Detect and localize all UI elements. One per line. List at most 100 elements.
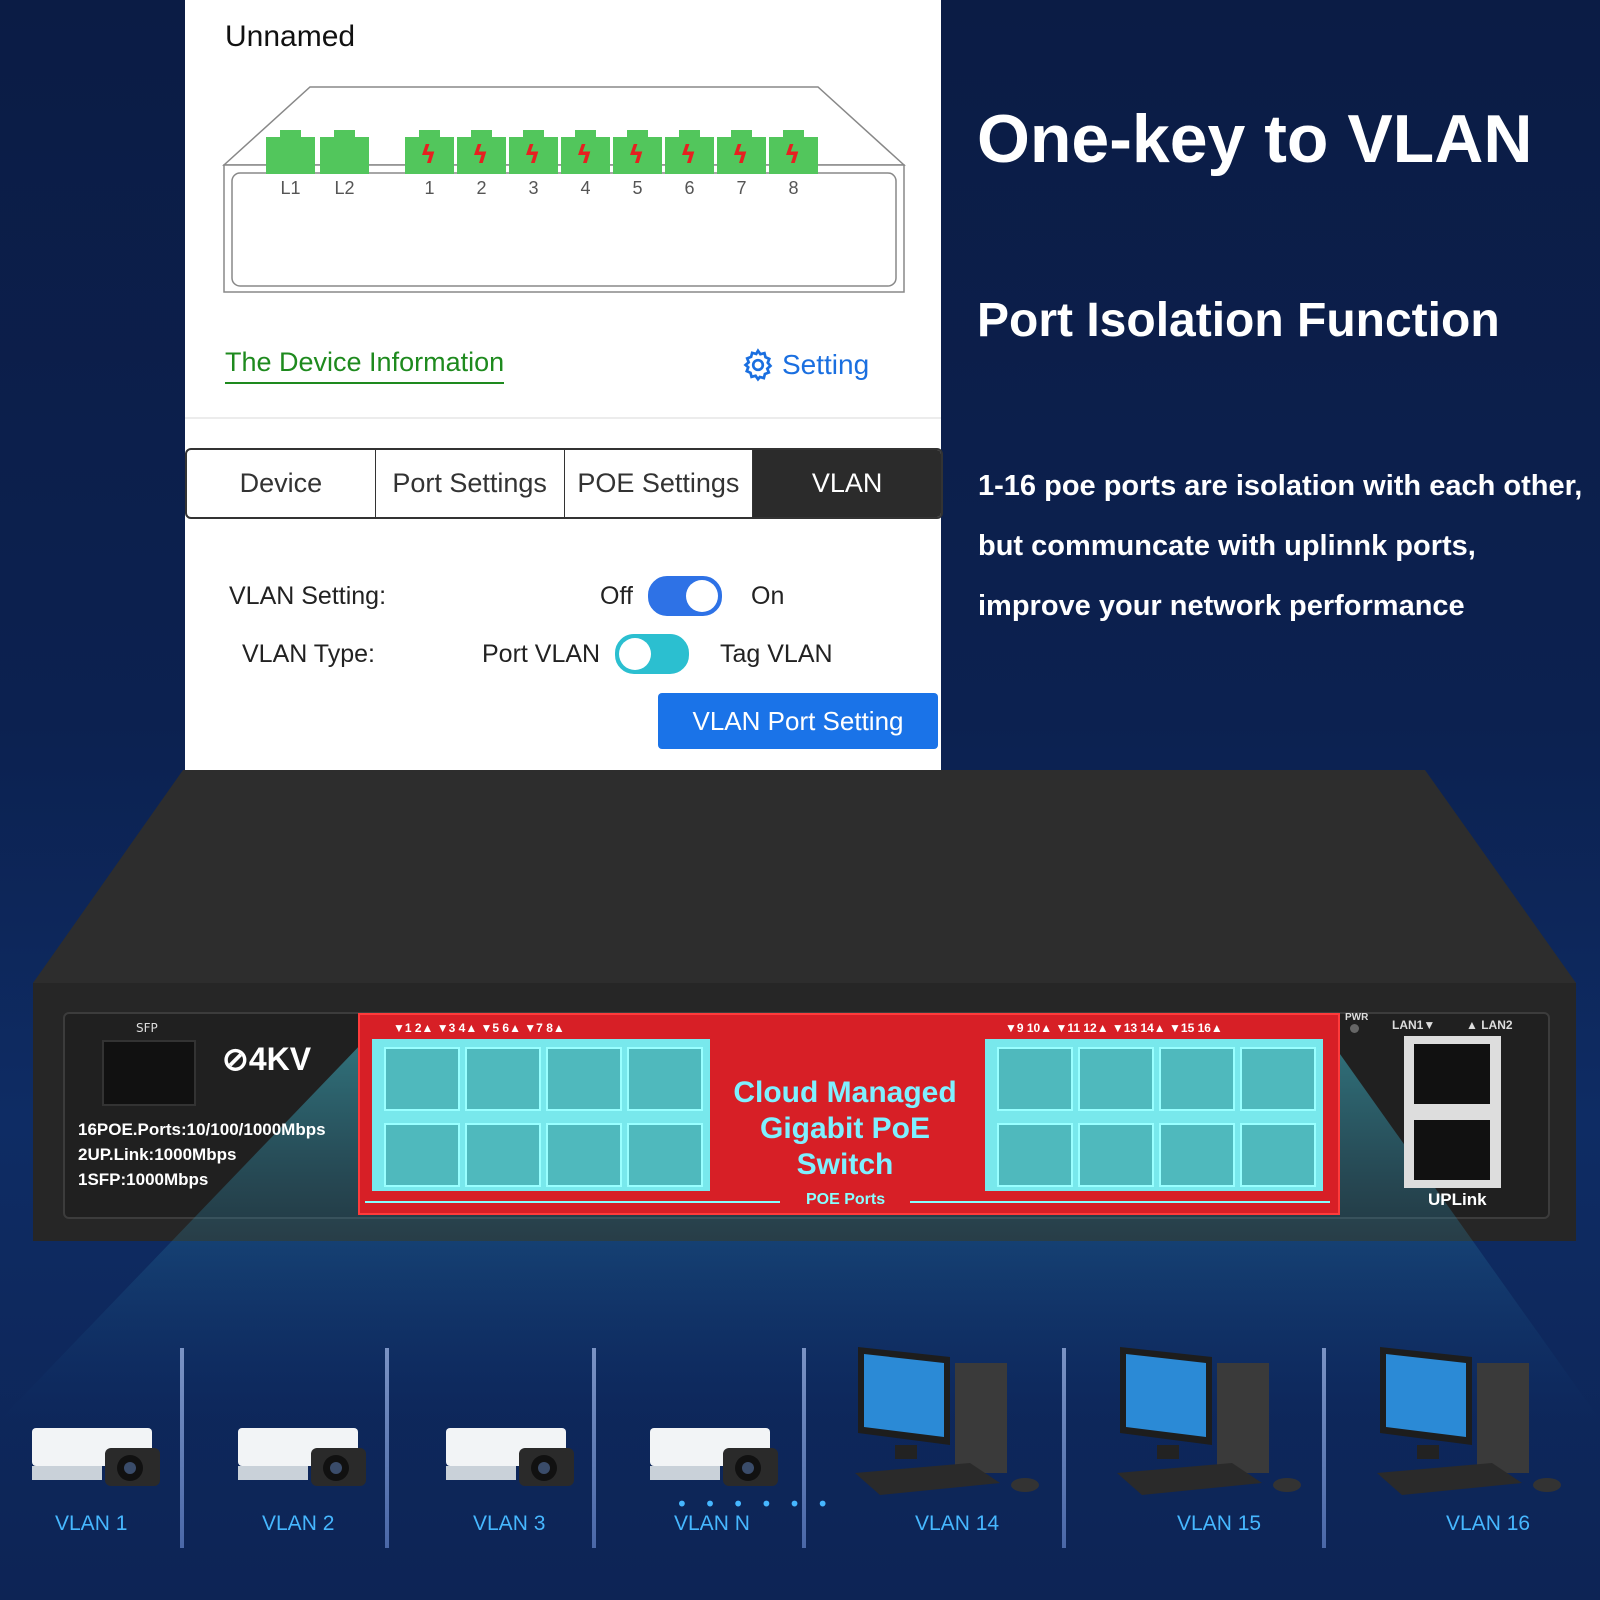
subheadline: Port Isolation Function — [977, 294, 1500, 347]
lightning-icon: ϟ — [576, 140, 593, 169]
computer-icon — [1377, 1347, 1561, 1495]
rj45-port[interactable] — [1159, 1047, 1235, 1111]
poe-ports-label: POE Ports — [806, 1191, 886, 1208]
tab-port-settings[interactable]: Port Settings — [376, 450, 565, 517]
rj45-port[interactable] — [627, 1047, 703, 1111]
isolation-divider — [180, 1348, 184, 1548]
center-text-1: Cloud Managed — [733, 1076, 957, 1109]
off-label: Off — [600, 582, 633, 610]
port-label: 6 — [684, 178, 695, 198]
port-3[interactable]: ϟ — [509, 130, 558, 174]
vlan-label: VLAN 16 — [1446, 1512, 1531, 1535]
vlan-label: VLAN 14 — [915, 1512, 1000, 1535]
computer-icon — [855, 1347, 1039, 1495]
setting-link[interactable]: Setting — [740, 347, 869, 383]
rj45-port[interactable] — [1240, 1123, 1316, 1187]
tab-bar: Device Port Settings POE Settings VLAN — [185, 448, 943, 519]
switch-diagram-icon — [222, 86, 906, 293]
lightning-icon: ϟ — [784, 140, 801, 169]
vlan-port-setting-button[interactable]: VLAN Port Setting — [658, 693, 938, 749]
tab-poe-settings[interactable]: POE Settings — [565, 450, 754, 517]
pwr-label: PWR — [1345, 1012, 1369, 1023]
port-1[interactable]: ϟ — [405, 130, 454, 174]
sfp-port[interactable] — [102, 1040, 196, 1106]
rj45-port[interactable] — [384, 1047, 460, 1111]
on-label: On — [751, 582, 785, 610]
poe-line-left — [365, 1201, 780, 1203]
vlan-label: VLAN 3 — [473, 1512, 546, 1535]
setting-label: Setting — [782, 349, 870, 380]
port-label: 5 — [632, 178, 643, 198]
toggle-knob — [619, 638, 651, 670]
port-2[interactable]: ϟ — [457, 130, 506, 174]
vlan-setting-label: VLAN Setting: — [229, 582, 387, 610]
port-label: L1 — [280, 178, 301, 198]
app-panel: Unnamed ϟ ϟ ϟ ϟ ϟ ϟ ϟ ϟ L1 L2 1 2 3 4 5 … — [185, 0, 943, 770]
computer-icon — [1117, 1347, 1301, 1495]
camera-icon — [32, 1428, 160, 1486]
spec-line: 16POE.Ports:10/100/1000Mbps — [78, 1120, 326, 1139]
rj45-port[interactable] — [1078, 1123, 1154, 1187]
uplink-port-lan1[interactable] — [1414, 1044, 1490, 1104]
brand-logo: ⊘4KV — [222, 1041, 312, 1077]
rj45-port[interactable] — [384, 1123, 460, 1187]
tab-vlan[interactable]: VLAN — [753, 450, 941, 517]
rj45-port[interactable] — [465, 1047, 541, 1111]
camera-icon — [446, 1428, 574, 1486]
port-l2[interactable] — [320, 130, 369, 174]
uplink-label: UPLink — [1428, 1190, 1487, 1209]
rj45-port[interactable] — [1078, 1047, 1154, 1111]
toggle-knob — [686, 580, 718, 612]
vlan-label: VLAN 2 — [262, 1512, 335, 1535]
port-6[interactable]: ϟ — [665, 130, 714, 174]
lan2-label: ▲ LAN2 — [1466, 1018, 1513, 1032]
port-8[interactable]: ϟ — [769, 130, 818, 174]
port-numbers-left: ▼1 2▲ ▼3 4▲ ▼5 6▲ ▼7 8▲ — [393, 1021, 565, 1035]
port-label: 2 — [476, 178, 487, 198]
lan1-label: LAN1▼ — [1392, 1018, 1436, 1032]
rj45-port[interactable] — [627, 1123, 703, 1187]
port-label: 7 — [736, 178, 747, 198]
isolation-divider — [1062, 1348, 1066, 1548]
vlan-label: VLAN 15 — [1177, 1512, 1262, 1535]
lightning-icon: ϟ — [628, 140, 645, 169]
rj45-port[interactable] — [997, 1047, 1073, 1111]
camera-icon — [238, 1428, 366, 1486]
port-7[interactable]: ϟ — [717, 130, 766, 174]
vlan-setting-toggle[interactable] — [648, 576, 722, 616]
divider — [185, 417, 941, 419]
description-line-2: but communcate with uplinnk ports, — [978, 530, 1476, 562]
vlan-type-toggle[interactable] — [615, 634, 689, 674]
rj45-port[interactable] — [546, 1047, 622, 1111]
lightning-icon: ϟ — [680, 140, 697, 169]
port-5[interactable]: ϟ — [613, 130, 662, 174]
rj45-port[interactable] — [997, 1123, 1073, 1187]
port-vlan-label: Port VLAN — [482, 640, 601, 668]
lightning-icon: ϟ — [472, 140, 489, 169]
description-line-1: 1-16 poe ports are isolation with each o… — [978, 470, 1583, 502]
gear-icon — [743, 348, 773, 382]
lightning-icon: ϟ — [420, 140, 437, 169]
poe-line-right — [910, 1201, 1330, 1203]
rj45-port[interactable] — [546, 1123, 622, 1187]
tab-device[interactable]: Device — [187, 450, 376, 517]
device-information-link[interactable]: The Device Information — [225, 347, 505, 384]
port-label: L2 — [334, 178, 355, 198]
pwr-led-icon — [1350, 1024, 1359, 1033]
spec-line: 1SFP:1000Mbps — [78, 1170, 209, 1189]
rj45-port[interactable] — [1159, 1123, 1235, 1187]
lightning-icon: ϟ — [732, 140, 749, 169]
switch-top-panel — [33, 770, 1576, 983]
headline: One-key to VLAN — [977, 101, 1533, 177]
vlan-label: VLAN N — [674, 1512, 750, 1535]
isolation-divider — [592, 1348, 596, 1548]
rj45-port[interactable] — [465, 1123, 541, 1187]
uplink-port-lan2[interactable] — [1414, 1120, 1490, 1180]
port-4[interactable]: ϟ — [561, 130, 610, 174]
port-label: 1 — [424, 178, 435, 198]
camera-icon — [650, 1428, 778, 1486]
rj45-port[interactable] — [1240, 1047, 1316, 1111]
port-l1[interactable] — [266, 130, 315, 174]
lightning-icon: ϟ — [524, 140, 541, 169]
tag-vlan-label: Tag VLAN — [720, 640, 833, 668]
